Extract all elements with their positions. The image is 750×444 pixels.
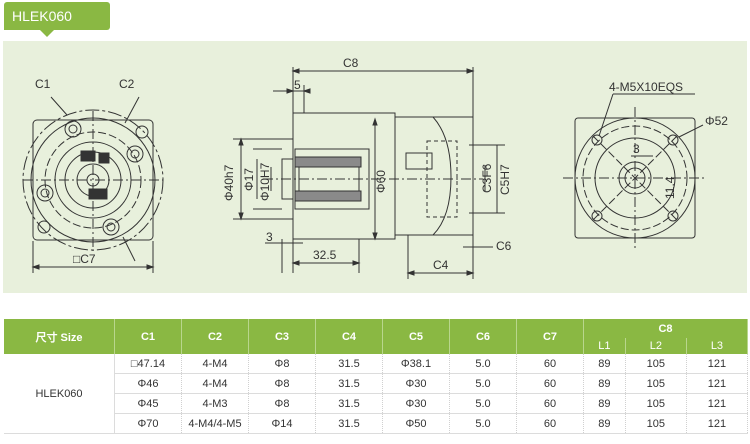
label-bolt-spec: 4-M5X10EQS: [609, 80, 683, 94]
cell-c2: 4-M4: [181, 354, 249, 374]
cell-c7: 60: [516, 354, 584, 374]
label-c4: C4: [433, 258, 449, 272]
cell-c4: 31.5: [315, 373, 383, 394]
cell-c5: Φ38.1: [382, 354, 450, 374]
header-c5: C5: [382, 319, 450, 354]
header-c4: C4: [315, 319, 383, 354]
cell-c7: 60: [516, 393, 584, 414]
table-row: Φ70 4-M4/4-M5 Φ14 31.5 Φ50 5.0 60 89 105…: [4, 413, 749, 434]
cell-c3: Φ14: [248, 413, 316, 434]
cell-c1: Φ46: [114, 373, 182, 394]
cell-c4: 31.5: [315, 393, 383, 414]
header-c2: C2: [181, 319, 249, 354]
side-view-section: [233, 67, 505, 279]
cell-c3: Φ8: [248, 354, 316, 374]
label-3-keyway: 3: [633, 142, 640, 156]
cell-l2: 105: [625, 373, 687, 394]
label-c6: C6: [496, 239, 512, 253]
cell-c6: 5.0: [449, 373, 517, 394]
header-c1: C1: [114, 319, 182, 354]
cell-l2: 105: [625, 413, 687, 434]
label-phi52: Φ52: [705, 114, 728, 128]
cell-c5: Φ30: [382, 393, 450, 414]
cell-c7: 60: [516, 413, 584, 434]
label-5: 5: [294, 78, 301, 92]
header-c7: C7: [516, 319, 584, 354]
model-cell: HLEK060: [4, 354, 115, 434]
front-view-input: [22, 96, 164, 273]
cell-l1: 89: [583, 354, 626, 374]
header-c3: C3: [248, 319, 316, 354]
cell-c2: 4-M3: [181, 393, 249, 414]
cell-c4: 31.5: [315, 413, 383, 434]
cell-c6: 5.0: [449, 354, 517, 374]
cell-l2: 105: [625, 354, 687, 374]
cell-l1: 89: [583, 413, 626, 434]
table-row: HLEK060 □47.14 4-M4 Φ8 31.5 Φ38.1 5.0 60…: [4, 354, 749, 434]
label-c1: C1: [35, 77, 51, 91]
model-title: HLEK060: [12, 8, 72, 24]
cell-c5: Φ50: [382, 413, 450, 434]
spec-table-header-row: 尺寸 Size C1 C2 C3 C4 C5 C6 C7 C8: [4, 319, 748, 354]
cell-l1: 89: [583, 373, 626, 394]
cell-c5: Φ30: [382, 373, 450, 394]
header-size: 尺寸 Size: [4, 319, 115, 354]
label-c8: C8: [343, 56, 359, 70]
header-c6: C6: [449, 319, 517, 354]
label-c7: □C7: [73, 252, 96, 266]
label-32-5: 32.5: [313, 248, 337, 262]
label-c2: C2: [119, 77, 135, 91]
table-row: Φ46 4-M4 Φ8 31.5 Φ30 5.0 60 89 105 121: [4, 373, 749, 394]
cell-l3: 121: [686, 354, 749, 374]
cell-c6: 5.0: [449, 393, 517, 414]
drawing-svg: C1 C2 □C7: [22, 56, 728, 279]
label-phi10h7: Φ10H7: [258, 162, 272, 201]
front-view-output: [563, 93, 707, 249]
label-c3f6: C3F6: [480, 163, 494, 193]
header-c8: C8: [583, 319, 748, 338]
cell-c1: Φ70: [114, 413, 182, 434]
model-title-tab: HLEK060: [4, 2, 110, 37]
cell-c2: 4-M4/4-M5: [181, 413, 249, 434]
cell-c3: Φ8: [248, 373, 316, 394]
label-phi40h7: Φ40h7: [222, 164, 236, 201]
table-row: Φ45 4-M3 Φ8 31.5 Φ30 5.0 60 89 105 121: [4, 393, 749, 414]
label-phi17: Φ17: [242, 168, 256, 191]
cell-c7: 60: [516, 373, 584, 394]
cell-c6: 5.0: [449, 413, 517, 434]
cell-l3: 121: [686, 413, 749, 434]
cell-c1: Φ45: [114, 393, 182, 414]
technical-drawing: C1 C2 □C7: [3, 41, 747, 293]
cell-c3: Φ8: [248, 393, 316, 414]
cell-l3: 121: [686, 373, 749, 394]
spec-table-subheader-row: L1 L2 L3: [4, 338, 749, 354]
label-11-4: 11.4: [663, 176, 677, 199]
label-c5h7: C5H7: [498, 164, 512, 195]
spec-table: 尺寸 Size C1 C2 C3 C4 C5 C6 C7 C8 L1 L2 L3…: [4, 319, 749, 434]
cell-l2: 105: [625, 393, 687, 414]
header-l2: L2: [625, 338, 687, 354]
header-l1: L1: [583, 338, 626, 354]
cell-c4: 31.5: [315, 354, 383, 374]
label-3: 3: [266, 230, 273, 244]
cell-c1: □47.14: [114, 354, 182, 374]
cell-l3: 121: [686, 393, 749, 414]
cell-l1: 89: [583, 393, 626, 414]
label-phi60: Φ60: [374, 170, 388, 193]
cell-c2: 4-M4: [181, 373, 249, 394]
header-l3: L3: [686, 338, 749, 354]
